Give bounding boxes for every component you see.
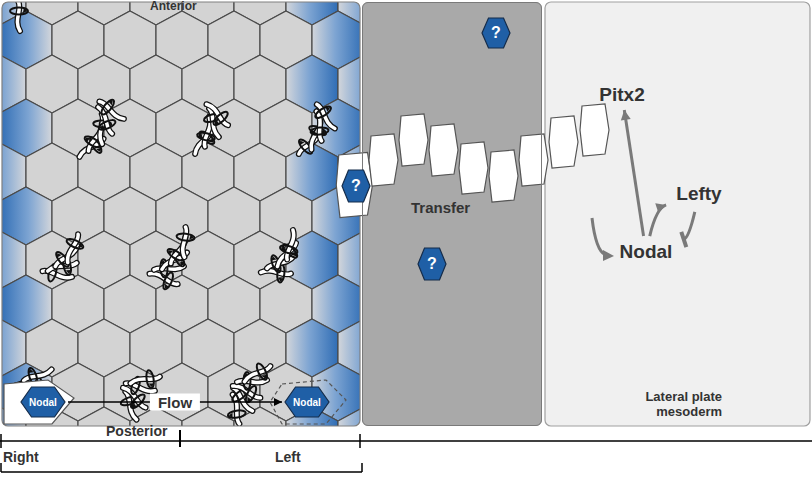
unknown-mark: ? (341, 169, 371, 203)
panel-outline (2, 2, 360, 426)
connector (621, 110, 644, 236)
hexagon (482, 18, 510, 48)
cell (429, 124, 458, 176)
bracket-end (361, 463, 363, 472)
transfer-panel-fill (362, 2, 542, 426)
arrow-head (274, 398, 282, 406)
gene-label: Nodal (612, 238, 680, 266)
axis-label: Posterior (106, 423, 176, 439)
cilium (310, 99, 341, 134)
axis-tick (179, 430, 181, 447)
loop-arrow (592, 218, 606, 255)
nodal-hexagon: ? (341, 169, 371, 203)
gene-name: Pitx2 (590, 82, 654, 108)
unknown-mark: ? (481, 17, 511, 49)
cell (336, 153, 372, 218)
cell (580, 104, 609, 156)
cilium (10, 2, 28, 31)
axis-tick (0, 434, 2, 448)
cell (489, 150, 518, 202)
hexagon (342, 170, 370, 202)
connector-line (624, 110, 643, 236)
nodal-hexagon: ? (481, 17, 511, 49)
axis-tick (359, 434, 361, 448)
nodal-hexagon: Nodal (284, 386, 330, 418)
axis-label: Right (3, 449, 63, 465)
node-epithelium (2, 2, 360, 426)
gene-name: Nodal (612, 238, 680, 266)
cilium (59, 231, 88, 266)
cell-outline (4, 380, 74, 424)
connector (681, 212, 695, 247)
cell (399, 114, 428, 166)
cell (459, 142, 488, 194)
zone-label: Transfer (411, 199, 470, 216)
cilium (277, 228, 302, 262)
gene-label: Pitx2 (590, 82, 654, 108)
nodal-hexagon: ? (417, 247, 447, 281)
hexagon (21, 387, 65, 417)
inhibition-bar (681, 232, 686, 247)
connector (650, 203, 666, 236)
connector-line (650, 205, 666, 236)
transfer-panel: Transfer??? (362, 2, 542, 426)
gene-name: Lefty (668, 180, 730, 208)
cell-outline-dashed (270, 380, 346, 424)
unknown-mark: ? (417, 247, 447, 281)
arrow-head (603, 250, 614, 261)
gene-label: Lefty (668, 180, 730, 208)
edge-label: Flow (150, 394, 200, 411)
axis-line (0, 440, 812, 442)
cilium (162, 233, 193, 268)
cell (519, 134, 548, 186)
axis-label: Lateral plate mesoderm (612, 390, 722, 420)
cell (369, 134, 398, 186)
cilium (129, 369, 161, 391)
gene-name: Nodal (284, 386, 330, 418)
cell-grid (2, 2, 360, 426)
cilium (240, 359, 275, 389)
bracket-end (0, 463, 2, 472)
cell (338, 407, 360, 426)
axis-label: Left (275, 449, 325, 465)
bracket (1, 471, 362, 473)
cilium (94, 94, 129, 127)
arrow-head (621, 110, 631, 120)
connector-line (684, 212, 695, 240)
cell (549, 116, 578, 168)
cilium (174, 226, 195, 258)
hexagon (418, 248, 446, 280)
axis-label: Anterior (150, 0, 230, 14)
cell-chain (336, 104, 609, 218)
hexagon (285, 387, 329, 417)
gene-name: Nodal (20, 386, 66, 418)
arrow-head (655, 203, 666, 212)
nodal-hexagon: Nodal (20, 386, 66, 418)
cilium (201, 97, 234, 131)
lpm-panel (545, 2, 810, 426)
